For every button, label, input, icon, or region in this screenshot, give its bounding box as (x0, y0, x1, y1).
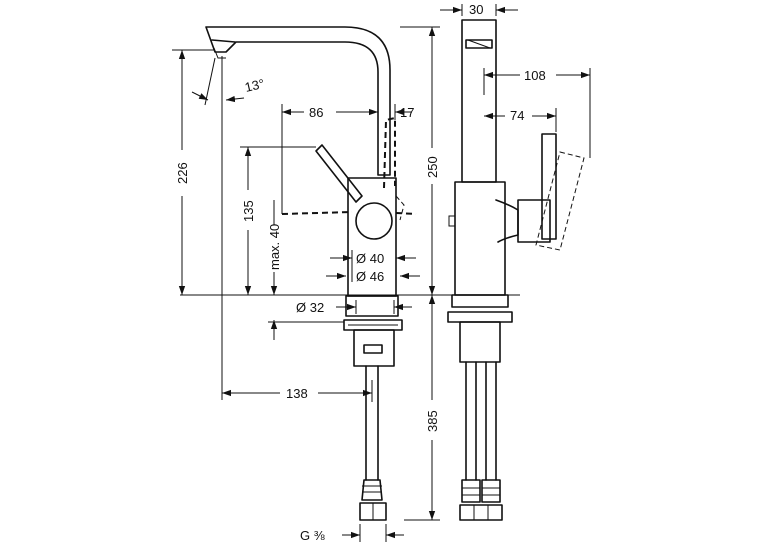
dim-250: 250 (425, 156, 440, 178)
lever-handle (315, 144, 363, 203)
base-ring (345, 295, 399, 317)
side-lever-block (517, 199, 551, 243)
dim-17: 17 (400, 105, 414, 120)
dimension-labels: 30 108 74 86 17 13° 226 250 135 max. 40 … (175, 2, 546, 543)
dim-135: 135 (241, 200, 256, 222)
dim-74: 74 (510, 108, 524, 123)
dim-385: 385 (425, 410, 440, 432)
dim-diameter-40: Ø 40 (356, 251, 384, 266)
dim-max-40: max. 40 (267, 224, 282, 270)
spout (205, 26, 391, 176)
dim-diameter-46: Ø 46 (356, 269, 384, 284)
mounting-shank (353, 329, 395, 367)
side-lever (541, 133, 557, 240)
supply-hose (365, 365, 379, 481)
dimension-lines (172, 4, 591, 542)
front-view (205, 26, 417, 521)
side-view (447, 19, 585, 521)
lever-hub (355, 202, 393, 240)
dim-30: 30 (469, 2, 483, 17)
dim-138: 138 (286, 386, 308, 401)
dim-86: 86 (309, 105, 323, 120)
dim-108: 108 (524, 68, 546, 83)
dim-thread-g38: G ⅜ (300, 528, 325, 543)
dim-13-degree: 13° (243, 76, 266, 95)
dim-diameter-32: Ø 32 (296, 300, 324, 315)
dim-226: 226 (175, 162, 190, 184)
